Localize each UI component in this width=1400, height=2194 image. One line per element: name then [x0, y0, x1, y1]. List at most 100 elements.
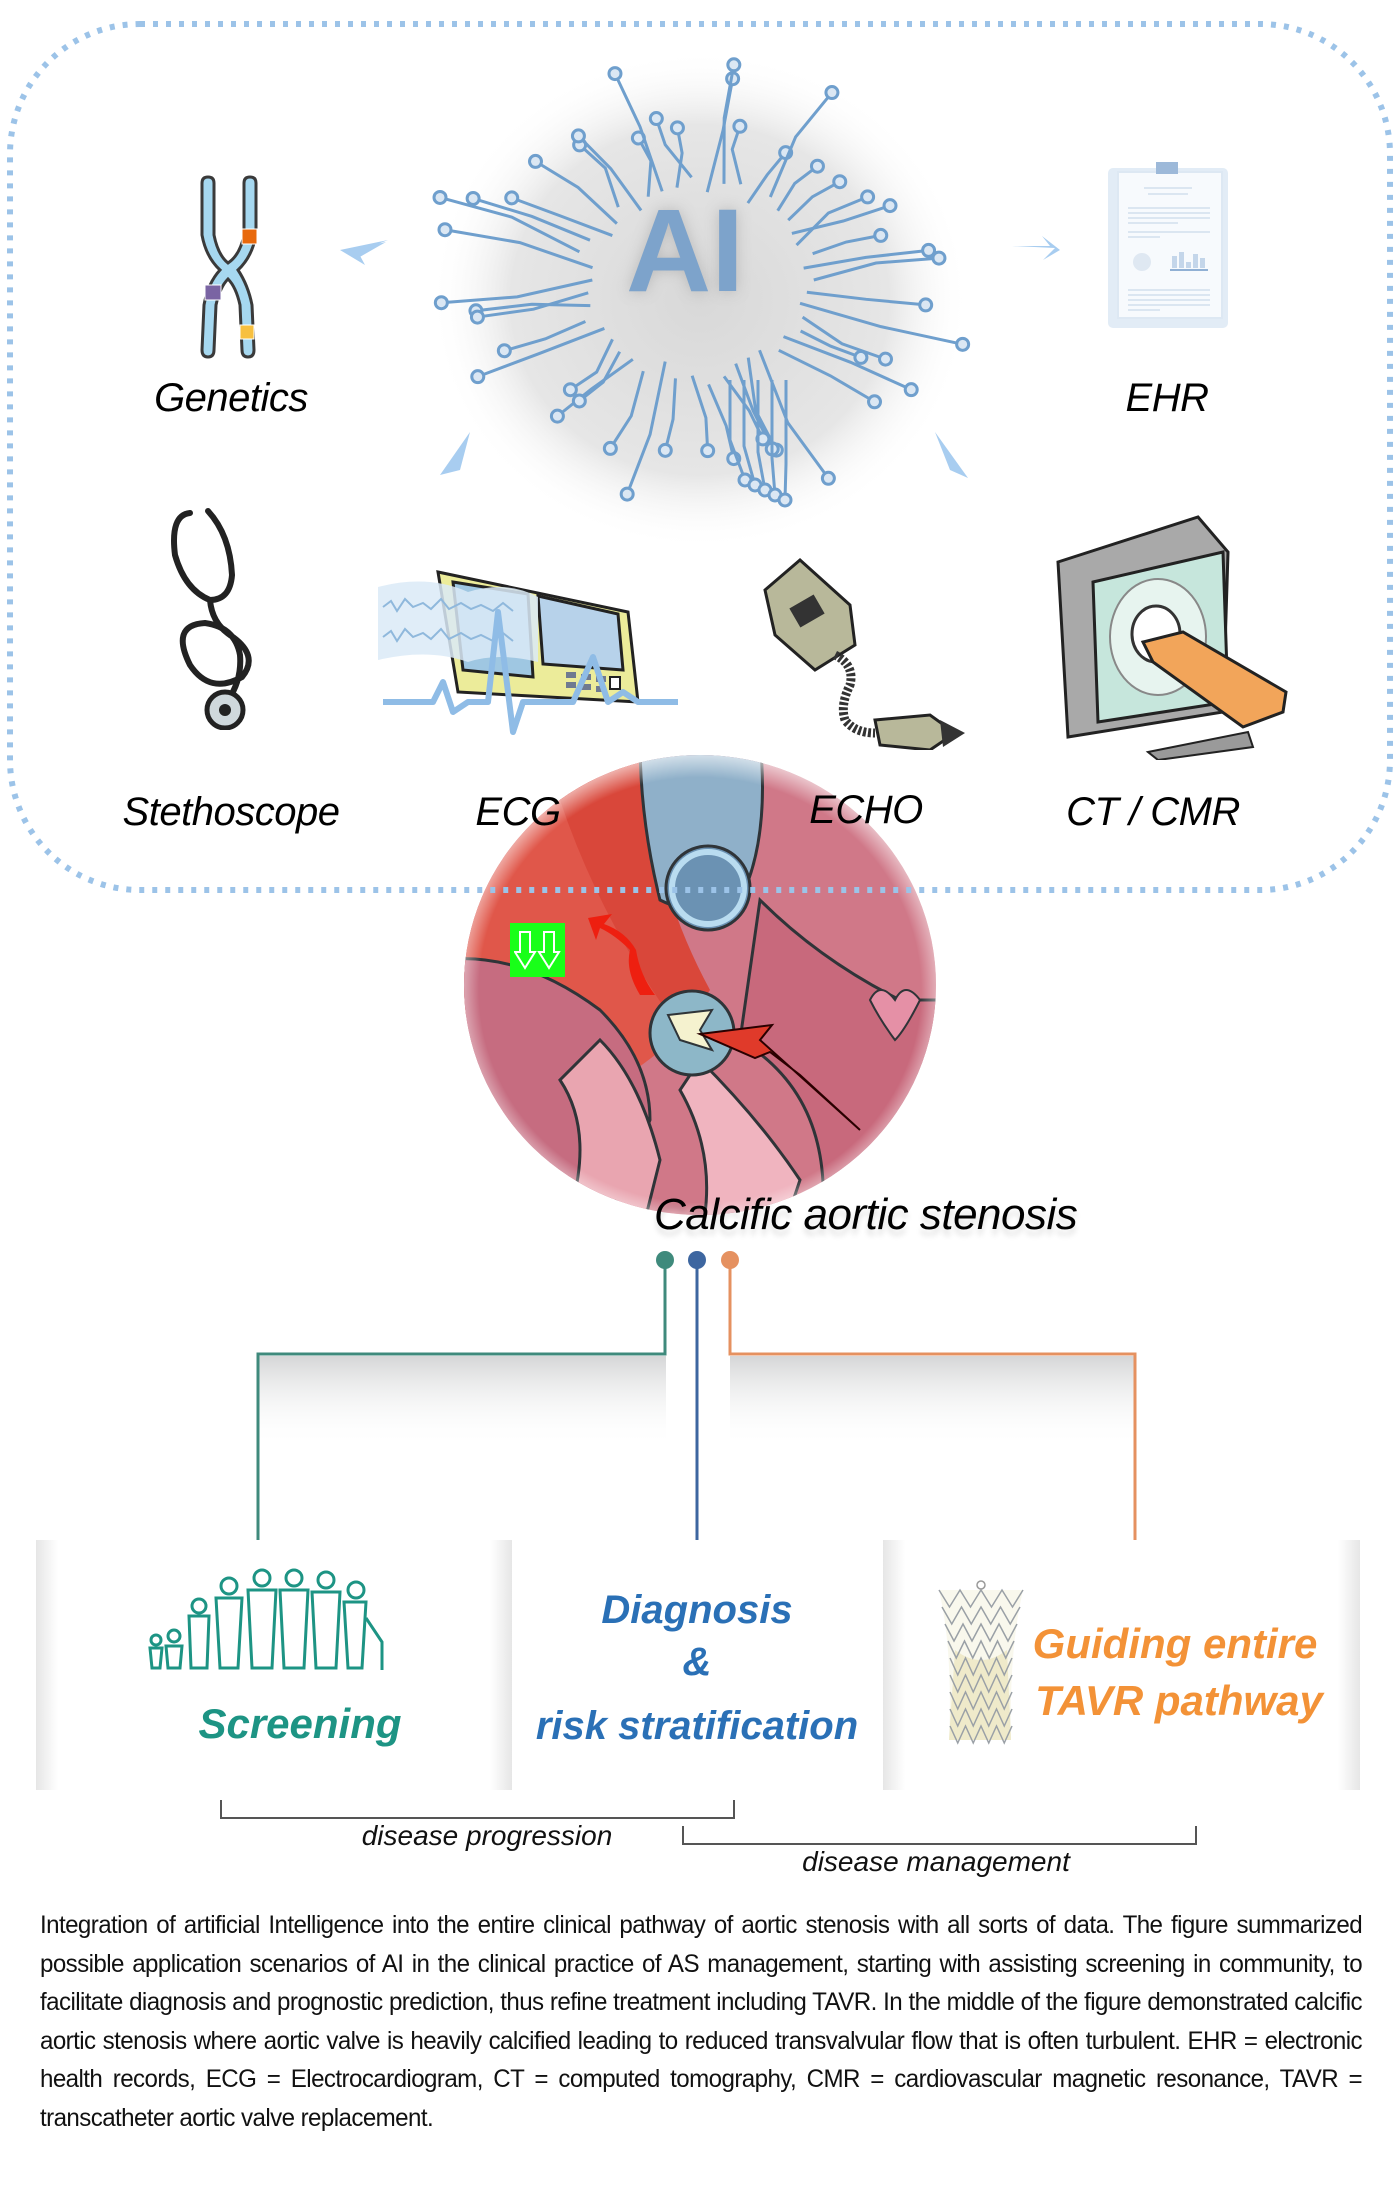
circuit-trace	[803, 248, 929, 270]
circuit-trace	[675, 127, 684, 188]
data-sources-border	[7, 21, 1393, 893]
circuit-trace	[534, 160, 618, 225]
screening-connector	[256, 1262, 667, 1553]
screening-dot	[656, 1251, 674, 1269]
circuit-node	[860, 189, 876, 205]
chromosome-icon	[200, 175, 258, 359]
circuit-node	[921, 242, 937, 258]
source-label-ecg: ECG	[475, 790, 561, 834]
bracket-label-disease-progression: disease progression	[361, 1820, 613, 1851]
circuit-node	[465, 190, 481, 206]
circuit-node	[669, 120, 685, 136]
circuit-trace	[690, 375, 710, 451]
circuit-node	[878, 351, 894, 367]
stent-strut	[949, 1673, 1013, 1694]
circuit-node	[432, 189, 448, 205]
source-label-ct-cmr: CT / CMR	[1066, 790, 1240, 834]
circuit-trace	[439, 196, 581, 254]
brain-glow	[430, 50, 970, 550]
stent-strut	[949, 1724, 1013, 1745]
circuit-node	[437, 222, 453, 238]
circuit-node	[873, 227, 889, 243]
double-down-arrow-icon	[513, 931, 561, 970]
circuit-trace	[783, 380, 788, 501]
source-label-genetics: Genetics	[154, 376, 308, 420]
circuit-trace	[776, 165, 819, 212]
circuit-node	[820, 470, 836, 486]
circuit-trace	[578, 143, 620, 208]
circuit-trace	[746, 151, 787, 204]
circuit-trace	[758, 349, 830, 480]
circuit-trace	[801, 315, 887, 361]
circuit-node	[549, 408, 565, 424]
circuit-node	[470, 369, 486, 385]
circuit-node	[562, 382, 578, 398]
circuit-trace	[799, 329, 862, 359]
ct-scanner-icon	[1056, 515, 1288, 760]
circuit-trace	[503, 320, 587, 353]
circuit-trace	[799, 301, 963, 346]
circuit-node	[607, 66, 623, 82]
stent-strut	[949, 1690, 1013, 1711]
source-label-echo: ECHO	[809, 788, 923, 832]
stage-label-tavr-pathway: TAVR pathway	[1035, 1677, 1323, 1724]
circuit-node	[903, 382, 919, 398]
circuit-trace	[556, 358, 634, 418]
circuit-trace	[778, 348, 876, 404]
circuit-trace	[444, 228, 594, 270]
population-silhouettes-icon	[148, 1568, 384, 1670]
circuit-node	[931, 250, 947, 266]
stage-label-risk-stratification: risk stratification	[535, 1704, 859, 1748]
stent-strut	[938, 1588, 1024, 1609]
stent-strut	[949, 1707, 1013, 1728]
stent-strut	[941, 1605, 1021, 1626]
circuit-trace	[475, 302, 591, 313]
circuit-trace	[768, 91, 834, 198]
stage-label-screening: Screening	[198, 1700, 402, 1747]
circuit-trace	[782, 335, 912, 392]
arrow-to-ct-icon	[935, 432, 968, 478]
circuit-trace	[795, 195, 869, 247]
stage-panel-screening: Screening	[36, 1540, 512, 1790]
circuit-trace	[787, 180, 841, 222]
circuit-node	[955, 336, 971, 352]
circuit-trace	[511, 196, 613, 237]
circuit-node	[867, 394, 883, 410]
circuit-trace	[578, 350, 622, 403]
diagnosis-dot	[688, 1251, 706, 1269]
stage-label-guiding-entire: Guiding entire	[1032, 1620, 1318, 1667]
circuit-trace	[472, 197, 591, 242]
circuit-node	[602, 440, 618, 456]
circuit-trace	[756, 380, 767, 491]
circuit-node	[809, 158, 825, 174]
circuit-trace	[791, 204, 891, 235]
ai-brain-circuit-icon	[432, 57, 971, 508]
circuit-node	[504, 190, 520, 206]
ecg-machine-icon	[378, 570, 678, 735]
circuit-trace	[730, 125, 743, 185]
circuit-trace	[477, 327, 605, 379]
circuit-trace	[577, 134, 643, 212]
circuit-node	[777, 492, 793, 508]
tavr-connector	[728, 1262, 1137, 1555]
tavr-stent-valve-icon	[938, 1580, 1024, 1745]
circuit-node	[648, 111, 664, 127]
ai-label: AI	[626, 185, 744, 317]
bracket-label-disease-management: disease management	[802, 1846, 1070, 1877]
circuit-node	[700, 443, 716, 459]
ai-arrows	[340, 236, 1060, 478]
stent-strut	[947, 1639, 1015, 1660]
circuit-node	[433, 295, 449, 311]
circuit-trace	[812, 233, 882, 256]
circuit-trace	[770, 380, 777, 496]
circuit-trace	[707, 383, 736, 459]
circuit-trace	[569, 338, 614, 391]
stage-label-diagnosis: Diagnosis	[601, 1588, 793, 1632]
circuit-node	[824, 85, 840, 101]
circuit-node	[657, 442, 673, 458]
stage-connectors	[256, 1251, 1137, 1555]
circuit-node	[732, 118, 748, 134]
stage-panel-tavr: Guiding entire TAVR pathway	[883, 1540, 1360, 1790]
tavr-dot	[721, 1251, 739, 1269]
circuit-trace	[742, 380, 757, 486]
